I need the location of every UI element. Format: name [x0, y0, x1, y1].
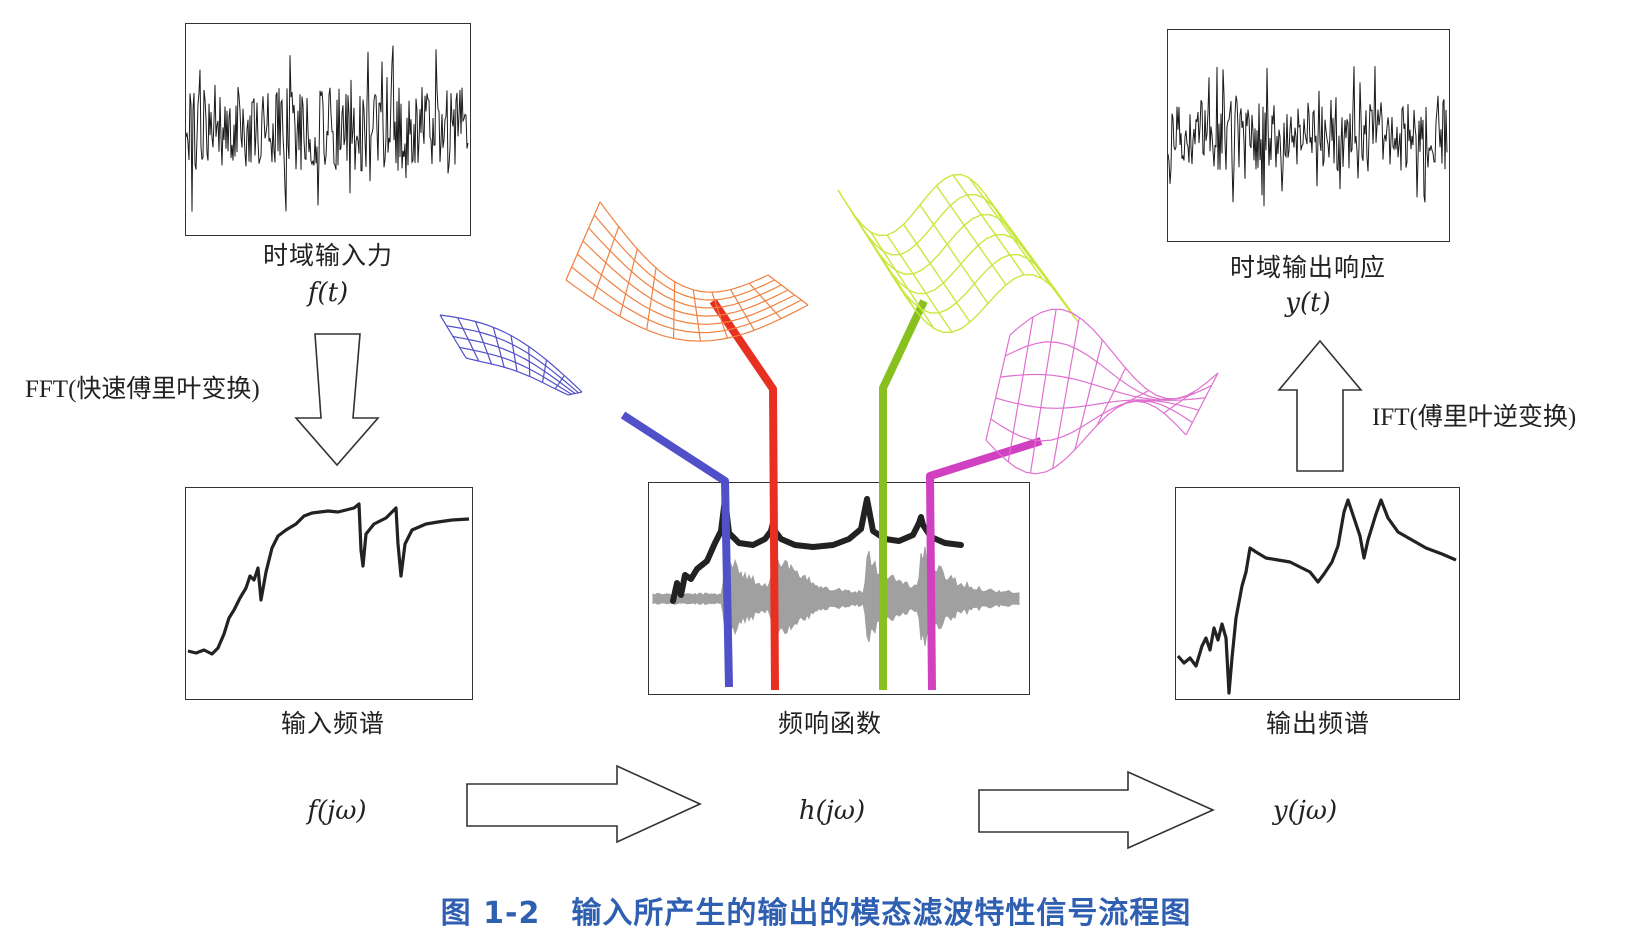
- output-spectrum-label: 输出频谱: [1265, 709, 1370, 738]
- time-input-signal: [186, 45, 469, 212]
- output-spectrum-plot: [1175, 487, 1460, 700]
- time-output-plot: [1167, 29, 1450, 242]
- mode-4-stick: [926, 437, 1043, 691]
- frf-magnitude-curve: [670, 496, 964, 604]
- mode-2-shape-mesh: [565, 201, 809, 342]
- time-input-symbol: f(t): [307, 278, 349, 308]
- frf-to-output-arrow: [978, 770, 1215, 850]
- input-spectrum-label: 输入频谱: [280, 709, 385, 738]
- mode-1-stick: [620, 411, 733, 688]
- mode-3-shape-mesh: [837, 173, 1079, 334]
- input-spectrum-symbol: f(jω): [307, 796, 367, 826]
- output-spectrum-symbol: y(jω): [1272, 796, 1338, 826]
- frf-symbol: h(jω): [798, 796, 866, 826]
- mode-1-shape-mesh: [439, 314, 583, 396]
- mode-3-stick: [879, 299, 928, 690]
- ifft-up-arrow: [1277, 339, 1363, 472]
- time-input-label: 时域输入力: [262, 241, 393, 270]
- mode-4-shape-mesh: [985, 308, 1219, 475]
- output-spectrum-curve: [1176, 498, 1457, 695]
- frf-label: 频响函数: [777, 709, 882, 738]
- mode-2-stick: [709, 298, 779, 691]
- time-input-plot: [185, 23, 471, 236]
- ifft-label: IFT(傅里叶逆变换): [1372, 404, 1577, 431]
- input-spectrum-curve: [187, 502, 470, 656]
- time-output-label: 时域输出响应: [1229, 253, 1386, 282]
- figure-caption: 图 1-2 输入所产生的输出的模态滤波特性信号流程图: [440, 896, 1192, 931]
- fft-label: FFT(快速傅里叶变换): [25, 376, 260, 403]
- input-to-frf-arrow: [466, 764, 702, 844]
- time-output-symbol: y(t): [1285, 288, 1331, 318]
- input-spectrum-plot: [185, 487, 473, 700]
- fft-down-arrow: [294, 333, 380, 467]
- time-output-signal: [1168, 66, 1448, 207]
